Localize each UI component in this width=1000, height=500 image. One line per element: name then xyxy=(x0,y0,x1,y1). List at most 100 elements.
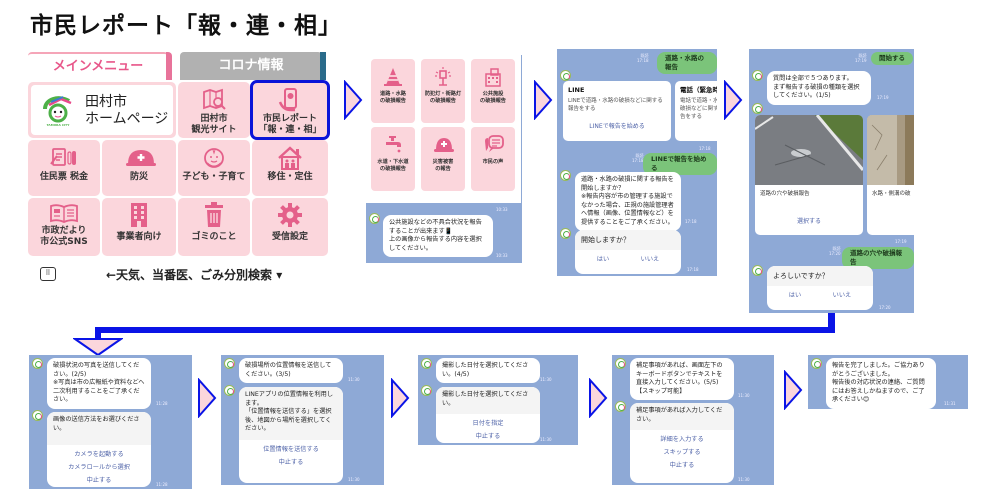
flow-arrow-down-icon xyxy=(73,338,123,357)
confirm-dialog: よろしいですか？ はい いいえ xyxy=(767,266,873,310)
tab-edge xyxy=(320,52,326,80)
flow-arrow-icon xyxy=(534,80,553,120)
faucet-icon xyxy=(383,135,403,153)
menu-item-childcare[interactable]: 子ども・子育て xyxy=(178,140,250,196)
bot-avatar-icon xyxy=(421,385,432,396)
tab-corona-info[interactable]: コロナ情報 xyxy=(180,52,322,80)
flow-arrow-icon xyxy=(724,80,743,120)
chat-panel-complete: 報告を完了しました。ご協力ありがとうございました。 報告後の対応状況の連絡、ご質… xyxy=(808,355,968,409)
menu-item-city-news[interactable]: 市政だより 市公式SNS xyxy=(28,198,100,256)
user-message: 道路・水路の報告 xyxy=(657,52,717,74)
timestamp: 11:30 xyxy=(738,393,750,398)
start-line-report-button[interactable]: LINEで報告を始める xyxy=(589,123,645,130)
no-button[interactable]: いいえ xyxy=(832,292,852,299)
street-lamp-icon xyxy=(433,67,453,86)
menu-item-business[interactable]: 事業者向け xyxy=(102,198,176,256)
yes-button[interactable]: はい xyxy=(788,292,802,299)
select-button[interactable]: 選択する xyxy=(796,218,821,225)
menu-item-disaster-prevention[interactable]: 防災 xyxy=(102,140,176,196)
bot-avatar-icon xyxy=(421,358,432,369)
keyboard-icon[interactable]: ⠿ xyxy=(40,267,56,281)
phone-report-icon xyxy=(275,88,305,112)
category-street-lamp[interactable]: 防犯灯・街路灯 の破損報告 xyxy=(421,59,465,123)
user-message: 開始する xyxy=(871,52,913,65)
bot-avatar-icon xyxy=(811,358,822,369)
menu-item-tourism[interactable]: 田村市 観光サイト xyxy=(178,82,250,138)
bot-avatar-icon xyxy=(752,265,763,276)
timestamp: 17:20 xyxy=(879,305,891,310)
notes-dialog: 補足事項があれば入力してください。 詳細を入力する スキップする 中止する xyxy=(630,403,734,483)
specify-date-button[interactable]: 日付を指定 xyxy=(472,420,504,427)
cancel-button[interactable]: 中止する xyxy=(669,462,695,469)
menu-item-garbage[interactable]: ゴミのこと xyxy=(178,198,250,256)
timestamp: 11:30 xyxy=(540,437,552,442)
helmet-icon xyxy=(433,135,454,153)
timestamp: 17:18 xyxy=(685,219,697,224)
rich-menu-tabs: メインメニュー コロナ情報 xyxy=(28,52,328,80)
timestamp: 11:31 xyxy=(944,401,956,406)
category-water-sewer[interactable]: 水道・下水道 の破損報告 xyxy=(371,127,415,191)
baby-face-icon xyxy=(199,146,229,170)
menu-item-relocation[interactable]: 移住・定住 xyxy=(252,140,328,196)
flow-arrow-icon xyxy=(391,378,410,418)
bot-avatar-icon xyxy=(615,401,626,412)
tab-main-menu[interactable]: メインメニュー xyxy=(28,52,168,80)
cancel-button[interactable]: 中止する xyxy=(278,458,304,466)
pothole-photo xyxy=(755,115,863,185)
enter-details-button[interactable]: 詳細を入力する xyxy=(660,436,704,443)
timestamp: 11:28 xyxy=(156,482,168,487)
category-citizen-voice[interactable]: 市民の声 xyxy=(471,127,515,191)
skip-button[interactable]: スキップする xyxy=(663,449,701,456)
chat-panel-report-menu: 道路・水路 の破損報告 防犯灯・街路灯 の破損報告 公共施設 の破損報告 水道・… xyxy=(366,55,522,263)
document-pen-icon xyxy=(49,146,79,170)
report-card-phone[interactable]: 電話（緊急時 電話で道路・水路の破損などに関する報告をする xyxy=(675,81,717,141)
homepage-label: 田村市 ホームページ xyxy=(85,94,169,127)
cancel-button[interactable]: 中止する xyxy=(475,433,501,440)
gear-icon xyxy=(275,202,305,227)
yes-button[interactable]: はい xyxy=(596,256,610,263)
report-card-line: LINE LINEで道路・水路の破損などに関する報告をする LINEで報告を始め… xyxy=(563,81,671,141)
timestamp: 10:33 xyxy=(496,253,508,258)
flow-arrow-icon xyxy=(784,370,803,410)
menu-item-citizen-report[interactable]: 市民レポート 「報・連・相」 xyxy=(250,80,330,140)
bot-avatar-icon xyxy=(369,213,380,224)
bot-avatar-icon xyxy=(560,170,571,181)
send-location-button[interactable]: 位置情報を送信する xyxy=(263,445,319,453)
no-button[interactable]: いいえ xyxy=(640,256,660,263)
category-public-facility[interactable]: 公共施設 の破損報告 xyxy=(471,59,515,123)
chat-panel-notes: 補足事項があれば、画面左下のキーボードボタンでテキストを直接入力してください。(… xyxy=(612,355,774,485)
bot-message: 道路・水路の破損に関する報告を開始しますか？ ※報告内容が市の管理する施設でなか… xyxy=(575,172,681,231)
timestamp: 11:30 xyxy=(348,377,360,382)
bot-message: 公共施設などの不具合状況を報告することが出来ます📱 上の画像から報告する内容を選… xyxy=(383,215,493,257)
bot-message: 撮影した日付を選択してください。(4/5) xyxy=(436,358,540,383)
tab-edge xyxy=(166,52,172,80)
chat-panel-photo: 破損状況の写真を送信してください。(2/5) ※写真は市の広報紙や資料などへ二次… xyxy=(29,355,192,489)
menu-item-resident-tax[interactable]: 住民票 税金 xyxy=(28,140,100,196)
bot-avatar-icon xyxy=(224,385,235,396)
category-road-waterway[interactable]: 道路・水路 の破損報告 xyxy=(371,59,415,123)
damage-card-waterway[interactable]: 水路・側溝の破 xyxy=(867,115,914,235)
timestamp: 17:19 xyxy=(895,239,907,244)
launch-camera-button[interactable]: カメラを起動する xyxy=(74,451,124,458)
traffic-cone-icon xyxy=(383,67,403,86)
menu-item-notification-settings[interactable]: 受信設定 xyxy=(252,198,328,256)
bot-message: 報告を完了しました。ご協力ありがとうございました。 報告後の対応状況の連絡、ご質… xyxy=(826,358,936,409)
user-message: 道路の穴や破損報告 xyxy=(842,247,914,269)
flow-connector xyxy=(828,313,835,333)
camera-roll-button[interactable]: カメラロールから選択 xyxy=(68,464,130,471)
bot-avatar-icon xyxy=(560,228,571,239)
cancel-button[interactable]: 中止する xyxy=(86,477,112,484)
map-search-icon xyxy=(199,88,229,112)
flow-arrow-icon xyxy=(344,80,363,120)
chat-panel-date: 撮影した日付を選択してください。(4/5) 11:30 撮影した日付を選択してく… xyxy=(418,355,578,445)
menu-toggle-label[interactable]: ←天気、当番医、ごみ分別検索 ▾ xyxy=(106,268,283,282)
house-family-icon xyxy=(275,146,305,170)
category-disaster-damage[interactable]: 災害被害 の報告 xyxy=(421,127,465,191)
bot-avatar-icon xyxy=(32,410,43,421)
date-dialog: 撮影した日付を選択してください。 日付を指定 中止する xyxy=(436,387,540,443)
menu-item-homepage[interactable]: TAMURA CITY 田村市 ホームページ xyxy=(28,82,176,138)
